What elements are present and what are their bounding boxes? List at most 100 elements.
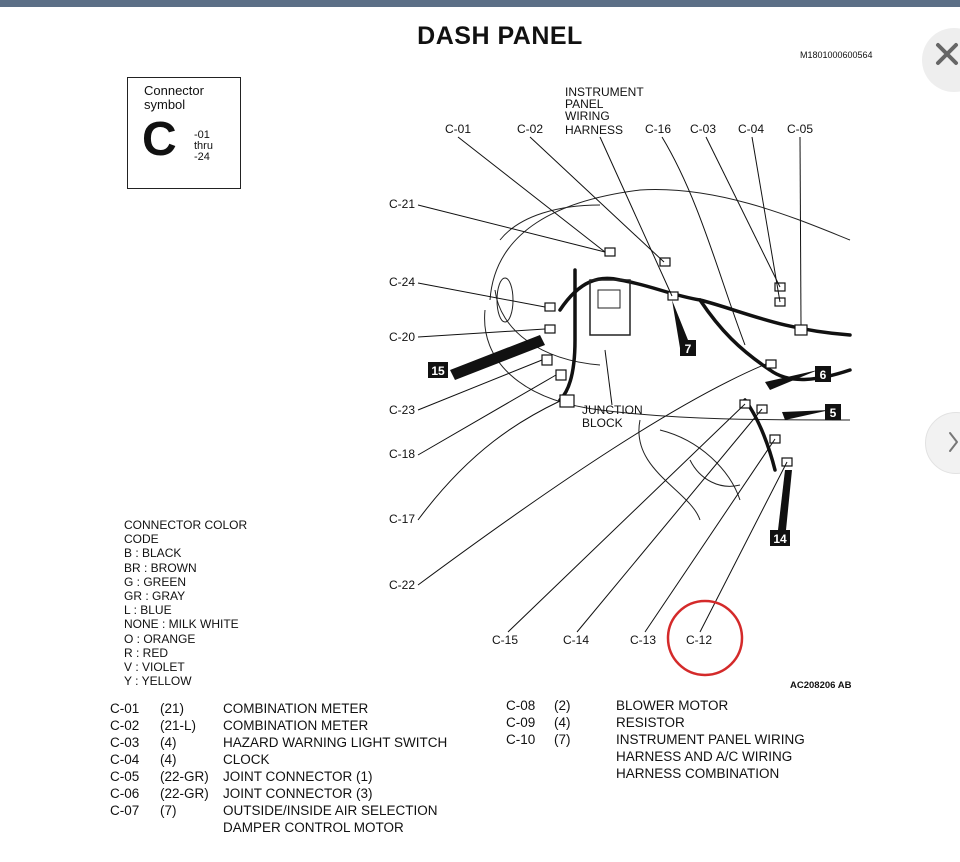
connector-row: C-09(4)RESISTOR: [506, 715, 685, 730]
label-c05: C-05: [787, 122, 813, 136]
leader-c15: [507, 403, 746, 633]
connector-row: DAMPER CONTROL MOTOR: [223, 820, 404, 835]
marker-6-box: [815, 366, 831, 382]
leader-c01: [457, 136, 606, 253]
color-code-entry: V : VIOLET: [124, 660, 185, 675]
next-image-button[interactable]: [925, 412, 960, 474]
leader-c17: [417, 400, 561, 521]
connector-row: C-03(4)HAZARD WARNING LIGHT SWITCH: [110, 735, 448, 750]
leader-c20: [417, 328, 546, 338]
connector-c17-shape: [559, 394, 575, 408]
leader-harness: [599, 136, 673, 297]
console-curve: [638, 419, 701, 521]
color-code-entry: L : BLUE: [124, 603, 172, 618]
dash-outline-top: [489, 189, 851, 301]
label-c01: C-01: [445, 122, 471, 136]
leader-c04: [751, 136, 781, 303]
connector-c18-shape: [555, 369, 567, 381]
connector-row: C-01(21)COMBINATION METER: [110, 701, 369, 716]
harness-label-4: HARNESS: [565, 123, 623, 137]
label-c18: C-18: [389, 447, 415, 461]
label-c04: C-04: [738, 122, 764, 136]
marker-7-box: [680, 340, 696, 356]
connector-c02-shape: [659, 257, 671, 267]
label-c23: C-23: [389, 403, 415, 417]
page-title: DASH PANEL: [417, 22, 583, 50]
leader-c23: [417, 359, 543, 411]
marker-5-box: [825, 404, 841, 420]
leader-c13: [644, 438, 776, 633]
connector-row: C-10(7)INSTRUMENT PANEL WIRING: [506, 732, 805, 747]
junction-label-2: BLOCK: [582, 416, 623, 430]
close-button[interactable]: [922, 28, 960, 92]
close-icon: [936, 43, 958, 65]
marker-15-box: [428, 362, 448, 378]
harness-label-2: PANEL: [565, 97, 604, 111]
leader-c12: [699, 461, 788, 633]
leader-c22: [417, 363, 767, 586]
label-c20: C-20: [389, 330, 415, 344]
leader-c21: [417, 204, 606, 253]
leader-c14: [576, 408, 763, 633]
pointer-15: [450, 335, 545, 380]
connector-symbol-letter: C: [142, 113, 177, 166]
color-code-entry: B : BLACK: [124, 546, 182, 561]
connector-symbol-range: -01 thru -24: [194, 130, 213, 163]
connector-row: C-06(22-GR)JOINT CONNECTOR (3): [110, 786, 373, 801]
color-code-entry: R : RED: [124, 645, 169, 660]
console-curve-2: [659, 429, 741, 501]
document-id: M1801000600564: [800, 50, 873, 60]
label-c22: C-22: [389, 578, 415, 592]
connector-c05-shape: [794, 324, 808, 336]
color-code-entry: O : ORANGE: [124, 631, 196, 646]
connector-color-code: CONNECTOR COLOR CODE B : BLACK BR : BROW…: [124, 518, 324, 688]
connector-row: C-07(7)OUTSIDE/INSIDE AIR SELECTION: [110, 803, 438, 818]
label-c03: C-03: [690, 122, 716, 136]
connector-c20-shape: [544, 324, 556, 334]
leader-c16: [661, 136, 746, 346]
marker-15: 15: [431, 364, 445, 378]
connector-row: HARNESS COMBINATION: [616, 766, 780, 781]
junction-block-shape: [589, 279, 631, 336]
color-code-entry: BR : BROWN: [124, 560, 197, 575]
label-c12: C-12: [686, 633, 712, 647]
leader-c02: [529, 136, 665, 263]
leader-c18: [417, 374, 557, 456]
connector-row: C-05(22-GR)JOINT CONNECTOR (1): [110, 769, 373, 784]
connector-row: C-02(21-L)COMBINATION METER: [110, 718, 369, 733]
connector-c24-shape: [544, 302, 556, 312]
pointer-7: [672, 300, 690, 348]
connector-symbol-label: Connector symbol: [144, 83, 204, 112]
marker-5: 5: [830, 406, 837, 420]
range-start: -01: [194, 129, 210, 141]
connector-symbol-box: Connector symbol C -01 thru -24: [127, 77, 241, 189]
connector-list-left: C-01(21)COMBINATION METER C-02(21-L)COMB…: [110, 700, 447, 836]
label-c13: C-13: [630, 633, 656, 647]
range-thru: thru: [194, 140, 213, 152]
color-code-title-2: CODE: [124, 532, 159, 547]
label-c02: C-02: [517, 122, 543, 136]
label-c16: C-16: [645, 122, 671, 136]
harness-label-1: INSTRUMENT: [565, 85, 644, 99]
c12-highlight-circle: [666, 599, 744, 677]
chevron-right-icon: [949, 432, 958, 452]
marker-6: 6: [820, 368, 827, 382]
pointer-6: [765, 370, 818, 390]
connector-c01-shape: [604, 247, 616, 257]
harness-label-3: WIRING: [565, 109, 610, 123]
leader-c05: [799, 136, 802, 326]
label-c24: C-24: [389, 275, 415, 289]
marker-14-box: [770, 530, 790, 546]
pointer-5: [782, 410, 830, 420]
label-c15: C-15: [492, 633, 518, 647]
connector-c16-shape: [667, 291, 679, 301]
leader-junction: [604, 349, 613, 406]
color-code-entry: G : GREEN: [124, 574, 187, 589]
connector-row: HARNESS AND A/C WIRING: [616, 749, 793, 764]
junction-block-inner: [597, 289, 621, 309]
label-c21: C-21: [389, 197, 415, 211]
connector-c23-shape: [541, 354, 553, 366]
connector-row: C-04(4)CLOCK: [110, 752, 270, 767]
leader-c24: [417, 282, 546, 308]
shifter-outline: [689, 459, 741, 487]
